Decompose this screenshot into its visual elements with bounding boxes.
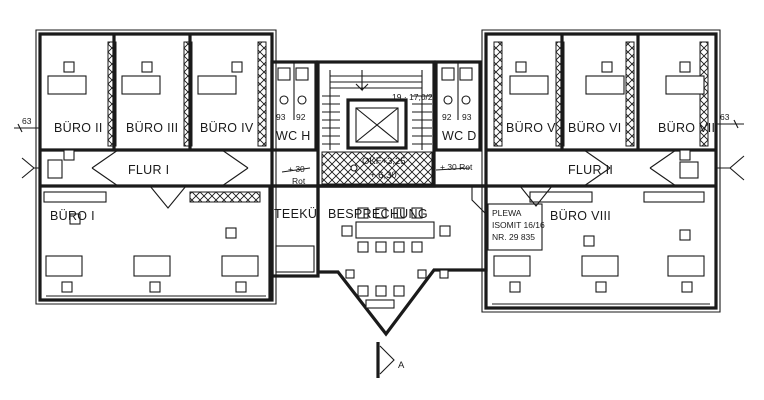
stamp-line-3: NR. 29 835 (492, 232, 535, 242)
left-dimension: 63 (14, 116, 40, 179)
left-wing (35, 29, 277, 305)
room-label-buero-4: BÜRO IV (200, 121, 254, 135)
room-label-wc-h: WC H (276, 129, 311, 143)
room-label-teekueche: TEEKÜ. (274, 207, 321, 221)
section-marker-label: A (398, 360, 405, 371)
right-dimension: 63 (716, 112, 745, 181)
room-label-flur-2: FLUR II (568, 163, 613, 177)
level-right: + 30 Rot (440, 162, 473, 172)
stamp-line-1: PLEWA (492, 208, 522, 218)
room-label-buero-7: BÜRO VII (658, 121, 715, 135)
dim-left-label: 63 (22, 116, 32, 126)
room-label-buero-8: BÜRO VIII (550, 209, 611, 223)
okf-label: OKF+3,25 (362, 156, 406, 167)
wc-h-dim-1: 93 (276, 112, 286, 122)
wc-d-dim-1: 92 (442, 112, 452, 122)
wc-d-block: 92 93 (434, 60, 482, 152)
room-label-besprechung: BESPRECHUNG (328, 207, 428, 221)
stair-dims-label: 19 · 17,0/29 (392, 92, 438, 102)
wc-d-dim-2: 93 (462, 112, 472, 122)
room-label-wc-d: WC D (442, 129, 477, 143)
room-label-flur-1: FLUR I (128, 163, 169, 177)
dim-right-label: 63 (720, 112, 730, 122)
room-label-buero-6: BÜRO VI (568, 121, 622, 135)
core: 19 · 17,0/29 OKF+3,25 + 6,30 (316, 60, 438, 188)
stamp-line-2: ISOMIT 16/16 (492, 220, 545, 230)
section-marker: A (376, 342, 405, 378)
central-lower: + 30 Rot + 30 Rot (270, 162, 488, 337)
level-left-top: + 30 (288, 164, 305, 174)
room-label-buero-3: BÜRO III (126, 121, 178, 135)
room-label-buero-1: BÜRO I (50, 209, 95, 223)
level-left-bottom: Rot (292, 176, 306, 186)
room-label-buero-2: BÜRO II (54, 121, 103, 135)
level-center-label: + 6,30 (370, 170, 397, 181)
stair (322, 70, 432, 150)
wc-h-block: 93 92 (270, 60, 318, 152)
wc-h-dim-2: 92 (296, 112, 306, 122)
right-wing (481, 29, 721, 313)
room-label-buero-5: BÜRO V (506, 121, 556, 135)
